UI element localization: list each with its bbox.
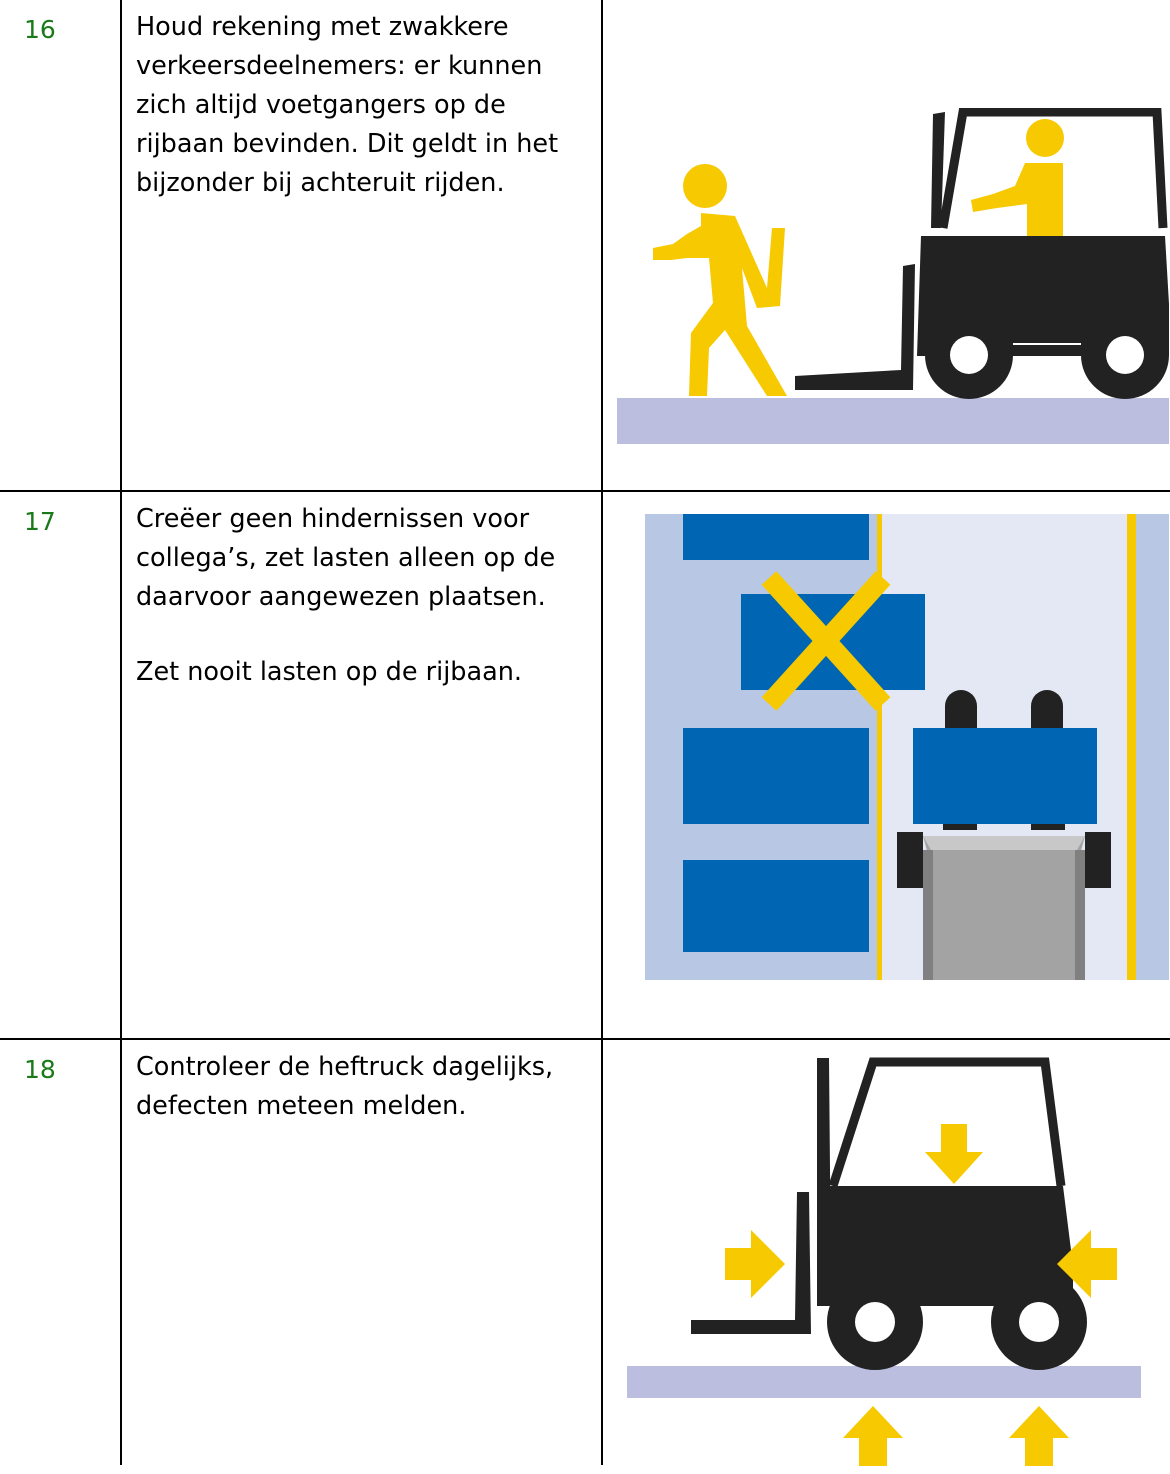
- rule-text: Creëer geen hindernissen voor collega’s,…: [136, 504, 556, 612]
- pedestrian-and-forklift-illustration: [617, 108, 1169, 444]
- arrow-right-icon: [725, 1230, 785, 1298]
- rule-text: Zet nooit lasten op de rijbaan.: [136, 657, 522, 687]
- arrow-up-icon: [843, 1406, 903, 1466]
- pallet: [683, 514, 869, 560]
- floor-strip: [617, 398, 1169, 444]
- rule-text-cell: Creëer geen hindernissen voor collega’s,…: [120, 490, 603, 1040]
- rule-number: 16: [24, 15, 56, 44]
- carried-pallet: [913, 728, 1097, 824]
- forklift-top-view: [897, 690, 1111, 980]
- aisle-line: [877, 514, 882, 980]
- rule-illustration-cell: [601, 490, 1170, 1040]
- rule-number: 17: [24, 507, 56, 536]
- rule-number-cell: 17: [0, 490, 122, 1040]
- forklift-figure: [795, 108, 1169, 399]
- rule-illustration-cell: [601, 1038, 1170, 1466]
- forklift-inspection-illustration: [627, 1057, 1141, 1466]
- rule-text-cell: Controleer de heftruck dagelijks, defect…: [120, 1038, 603, 1465]
- rule-text: Controleer de heftruck dagelijks, defect…: [136, 1052, 554, 1121]
- rule-text-cell: Houd rekening met zwakkere verkeersdeeln…: [120, 0, 603, 492]
- table-row: 18 Controleer de heftruck dagelijks, def…: [0, 1038, 1170, 1466]
- rule-number: 18: [24, 1055, 56, 1084]
- floor-strip: [627, 1366, 1141, 1398]
- aisle-obstruction-illustration: [645, 514, 1169, 980]
- aisle-line: [1127, 514, 1136, 980]
- rule-number-cell: 16: [0, 0, 122, 492]
- pedestrian-figure: [653, 164, 787, 396]
- arrow-up-icon: [1009, 1406, 1069, 1466]
- rule-text: Houd rekening met zwakkere verkeersdeeln…: [136, 12, 559, 198]
- rule-illustration-cell: [601, 0, 1170, 492]
- arrow-left-icon: [1057, 1230, 1117, 1298]
- table-row: 17 Creëer geen hindernissen voor collega…: [0, 490, 1170, 1040]
- pallet: [683, 728, 869, 824]
- cross-mark-icon: [761, 571, 891, 711]
- pallet: [683, 860, 869, 952]
- table-row: 16 Houd rekening met zwakkere verkeersde…: [0, 0, 1170, 492]
- arrow-down-icon: [925, 1124, 983, 1184]
- rule-number-cell: 18: [0, 1038, 122, 1465]
